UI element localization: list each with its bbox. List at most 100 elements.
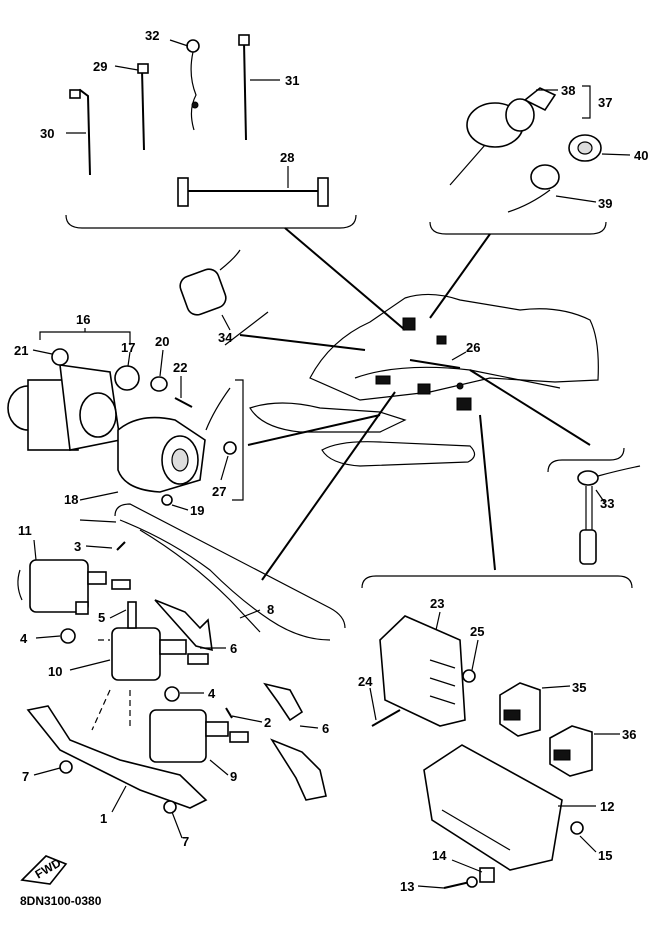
callout-4b: 4 <box>208 686 216 701</box>
leader-6b <box>299 725 319 729</box>
bolt-3 <box>116 541 126 551</box>
callout-2: 2 <box>264 715 271 730</box>
leader-19 <box>171 504 189 511</box>
coil-top-bracket <box>114 503 346 629</box>
condenser-body <box>179 268 227 316</box>
leader-37 <box>582 85 591 119</box>
starter-gear <box>79 392 117 438</box>
callout-19: 19 <box>190 503 204 518</box>
sensor-33-group <box>547 447 641 565</box>
leader-39 <box>555 195 597 203</box>
leader-7a <box>33 767 61 776</box>
pointer-to-sensor <box>469 369 591 446</box>
leader-4a <box>35 635 61 639</box>
callout-32: 32 <box>145 28 159 43</box>
switch-pointer-line <box>429 233 491 319</box>
callout-16: 16 <box>76 312 90 327</box>
leader-21 <box>32 349 53 355</box>
screw-27 <box>223 441 237 455</box>
leader-10 <box>69 659 111 671</box>
vehicle-ski-right <box>321 441 476 467</box>
callout-26: 26 <box>466 340 480 355</box>
callout-12: 12 <box>600 799 614 814</box>
callout-31: 31 <box>285 73 299 88</box>
callout-36: 36 <box>622 727 636 742</box>
sensor-float <box>579 529 597 565</box>
main-switch-face <box>505 98 535 132</box>
starter-motor-assembly <box>7 331 244 506</box>
pointer-to-regulator <box>479 414 496 571</box>
starter-side-bracket <box>232 379 244 501</box>
leader-18 <box>79 491 119 501</box>
relay-36-plug <box>553 749 571 761</box>
callout-38: 38 <box>561 83 575 98</box>
pointer-to-ignition <box>261 391 396 581</box>
leader-34 <box>221 314 231 331</box>
cable-tie-32-clip <box>191 101 199 109</box>
callout-1: 1 <box>100 811 107 826</box>
nut-7a <box>59 760 73 774</box>
ignition-coil-10-wire <box>187 653 209 665</box>
screw-19 <box>161 494 173 506</box>
engine-stop-switch <box>530 164 560 190</box>
coil-bracket-1 <box>26 705 208 809</box>
vehicle-harness-line <box>409 359 461 369</box>
callout-29: 29 <box>93 59 107 74</box>
relay-36 <box>549 725 593 777</box>
plug-cap-6a <box>154 599 213 652</box>
callout-6a: 6 <box>230 641 237 656</box>
regulator-fin-1 <box>429 659 456 669</box>
cable-tie-32-mount <box>186 39 200 53</box>
leader-23 <box>435 611 441 631</box>
main-switch-lead <box>449 144 486 186</box>
electrical-box-group <box>361 575 633 889</box>
ignition-coil-10 <box>111 627 161 681</box>
vehicle-outline <box>239 293 599 581</box>
plug-cap-6b <box>263 682 304 722</box>
leader-2 <box>231 715 263 723</box>
washer-20 <box>150 376 168 392</box>
cable-tie-31-head <box>238 34 250 46</box>
regulator-fin-2 <box>429 677 456 687</box>
ignition-coil-11 <box>29 559 89 613</box>
nut-15 <box>570 821 584 835</box>
callout-25: 25 <box>470 624 484 639</box>
sensor-lead <box>597 465 641 477</box>
bolt-13 <box>443 881 471 889</box>
main-switch-cap-inner <box>577 141 593 155</box>
ignition-coil-9-wire <box>229 731 249 743</box>
callout-8: 8 <box>267 602 274 617</box>
wire-harness-8b <box>139 529 261 633</box>
main-switch-key <box>523 87 557 112</box>
bolt-13-head <box>466 876 478 888</box>
leader-15 <box>579 835 597 853</box>
leader-7b <box>171 811 183 839</box>
bolt-24 <box>371 709 401 727</box>
ignition-coil-11-lead <box>17 569 23 601</box>
callout-9: 9 <box>230 769 237 784</box>
leader-3 <box>85 545 113 549</box>
cdi-edge-line <box>441 809 511 851</box>
callout-20: 20 <box>155 334 169 349</box>
wire-harness-8 <box>119 519 331 641</box>
grommet-4b <box>164 686 180 702</box>
ties-pointer-line <box>284 227 406 331</box>
vehicle-connector-dot <box>456 382 464 390</box>
leader-32 <box>169 39 189 47</box>
starter-boot-21 <box>51 348 69 366</box>
cable-tie-29-head <box>137 63 149 74</box>
sensor-bracket <box>547 447 625 473</box>
pointer-to-condenser <box>239 334 366 351</box>
condenser-34 <box>179 249 269 346</box>
plug-cap-6c <box>270 738 327 801</box>
vehicle-switch-mount <box>402 317 416 331</box>
ignition-coil-11-boot <box>75 601 89 615</box>
callout-4a: 4 <box>20 631 28 646</box>
plug-cap-wire-a <box>111 579 131 590</box>
leader-11 <box>33 539 37 561</box>
leader-24 <box>369 687 377 721</box>
leader-14 <box>451 859 483 873</box>
callout-35: 35 <box>572 680 586 695</box>
callout-34: 34 <box>218 330 233 345</box>
